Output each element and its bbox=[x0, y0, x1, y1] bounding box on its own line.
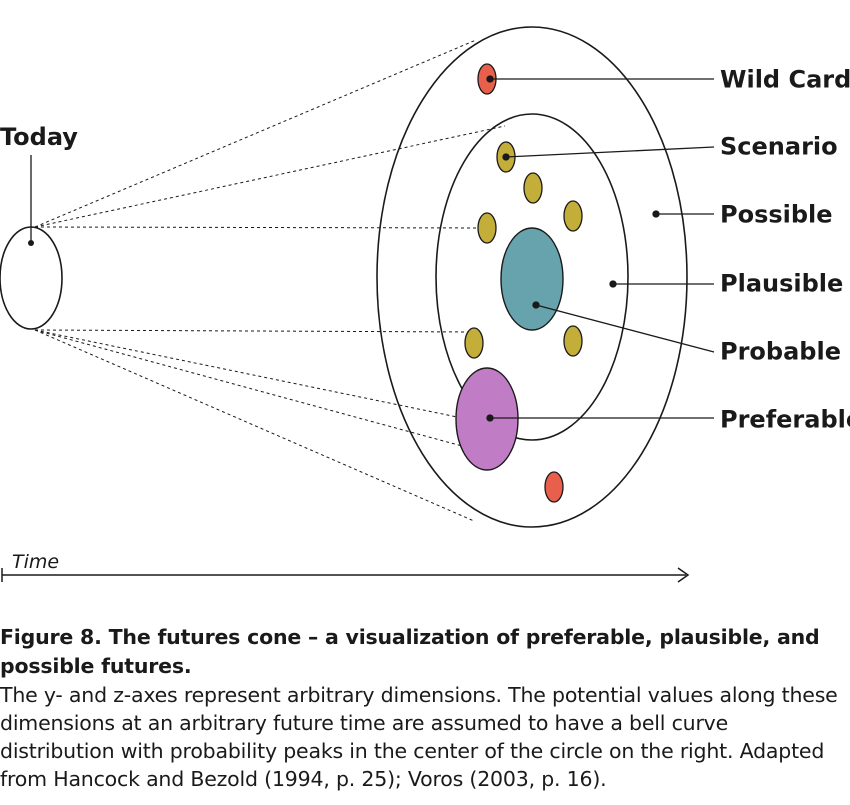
scenario-label: Scenario bbox=[720, 132, 838, 160]
scenario-dot bbox=[523, 172, 543, 204]
time-axis-label: Time bbox=[12, 551, 59, 573]
cone-projection-lines bbox=[34, 39, 506, 522]
probable-ellipse bbox=[500, 227, 564, 331]
probable-leader-line bbox=[535, 304, 715, 353]
scenario-dot bbox=[563, 200, 583, 232]
scenario-point bbox=[502, 153, 510, 161]
cone-line bbox=[34, 329, 463, 419]
wild-card-dot bbox=[544, 471, 564, 503]
probable-label: Probable bbox=[720, 337, 841, 365]
cone-line bbox=[34, 329, 463, 447]
preferable-label: Preferable bbox=[720, 405, 850, 433]
plausible-ellipse bbox=[435, 113, 629, 441]
futures-cone-diagram: Today Wild Card Scenario Possible Plausi… bbox=[0, 26, 850, 583]
caption-title: Figure 8. The futures cone – a visualiza… bbox=[0, 625, 820, 678]
scenario-dot bbox=[464, 327, 484, 359]
plausible-label: Plausible bbox=[720, 269, 843, 297]
plausible-point bbox=[609, 280, 617, 288]
scenario-dot bbox=[477, 212, 497, 244]
today-label: Today bbox=[0, 123, 78, 151]
cone-line bbox=[34, 39, 477, 228]
scenario-dot bbox=[563, 325, 583, 357]
scenario-leader-line bbox=[505, 146, 715, 158]
today-point bbox=[28, 240, 34, 246]
cone-line bbox=[34, 329, 475, 522]
caption-body: The y- and z-axes represent arbitrary di… bbox=[0, 683, 838, 791]
possible-label: Possible bbox=[720, 200, 833, 228]
figure-caption: Figure 8. The futures cone – a visualiza… bbox=[0, 623, 846, 793]
time-axis-arrowhead bbox=[677, 567, 690, 583]
cone-line bbox=[34, 125, 506, 228]
possible-point bbox=[652, 210, 660, 218]
possible-ellipse bbox=[376, 26, 688, 528]
preferable-point bbox=[486, 414, 494, 422]
time-axis bbox=[1, 567, 690, 583]
cone-line bbox=[34, 329, 474, 333]
wild-card-point bbox=[486, 75, 494, 83]
wild-card-label: Wild Card bbox=[720, 65, 850, 93]
probable-point bbox=[532, 301, 540, 309]
cone-line bbox=[34, 226, 489, 229]
